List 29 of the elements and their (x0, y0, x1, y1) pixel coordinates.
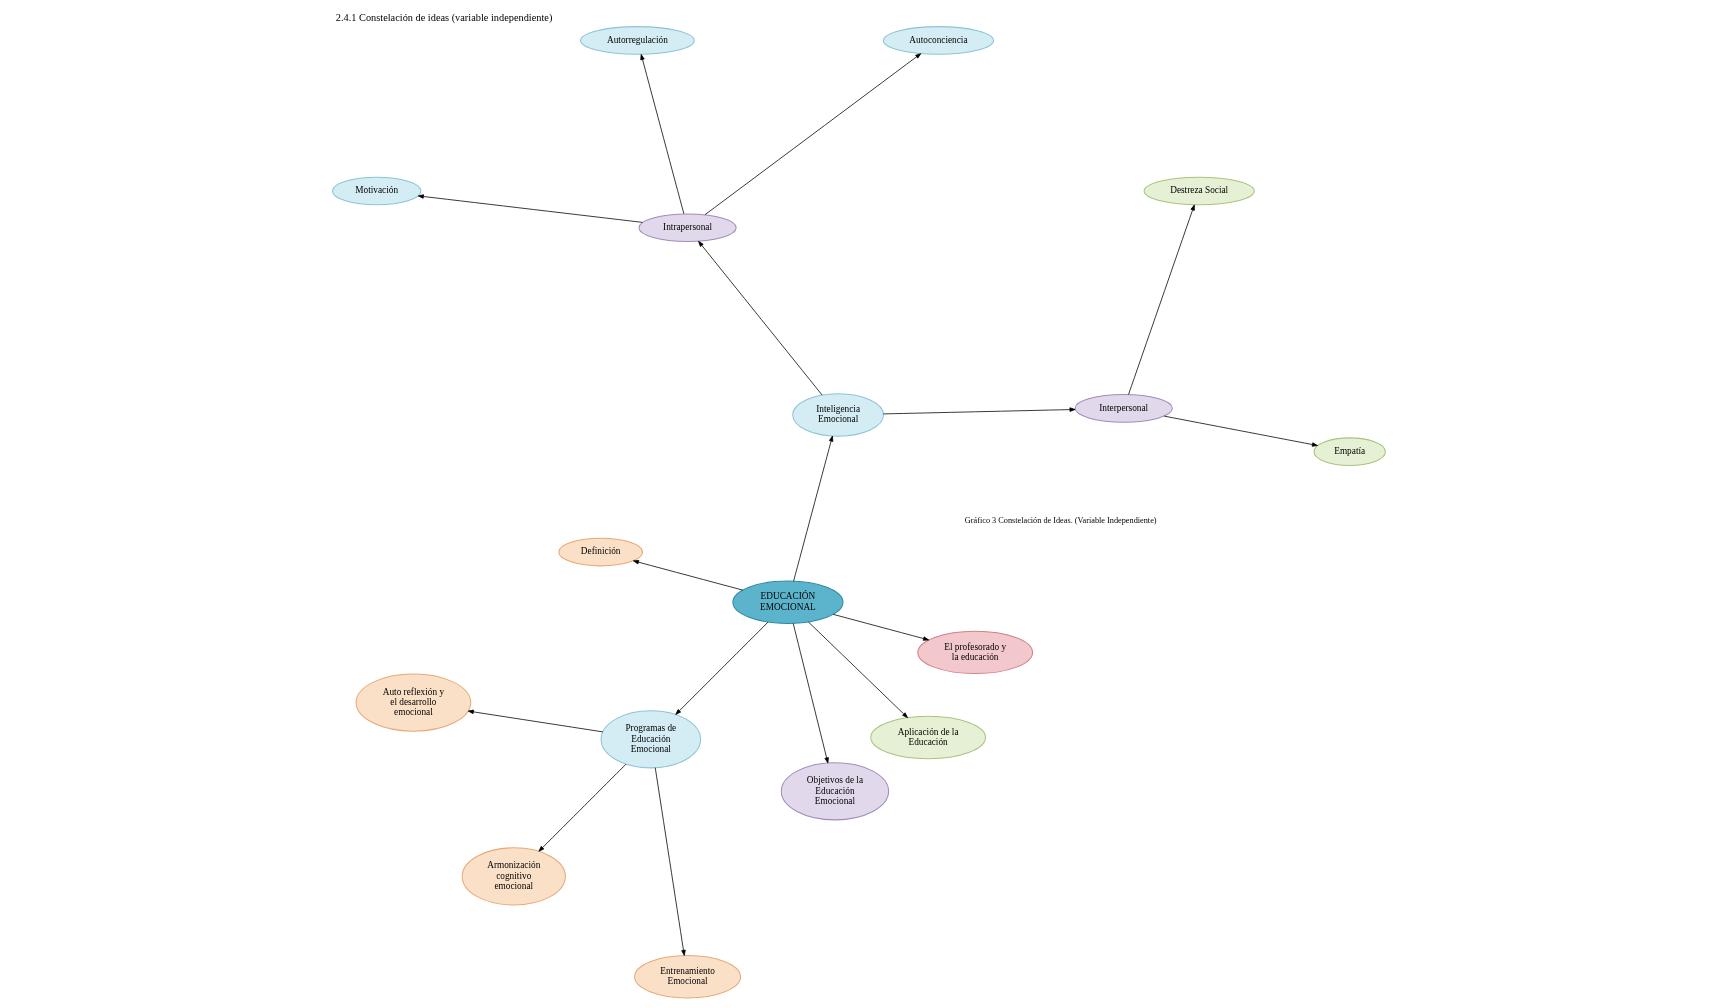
arrow (704, 52, 922, 215)
arrow (793, 435, 834, 581)
arrow (808, 621, 908, 718)
node-ellipse: Destreza Social (1143, 176, 1255, 205)
arrow (1128, 204, 1195, 395)
arrow (654, 766, 686, 956)
node-ellipse: Entrenamiento Emocional (634, 954, 742, 998)
arrow (640, 53, 685, 214)
node-ellipse: Intrapersonal (638, 212, 737, 242)
node-ellipse: Autoconciencia (882, 25, 994, 55)
node-ellipse: Interpersonal (1074, 393, 1173, 423)
arrow (883, 406, 1076, 414)
node-ellipse: EDUCACIÓN EMOCIONAL (732, 580, 844, 624)
node-ellipse: Inteligencia Emocional (792, 392, 884, 437)
arrow (832, 613, 930, 641)
arrow (675, 621, 769, 715)
diagram-title: 2.4.1 Constelación de ideas (variable independiente) (335, 11, 553, 23)
node-ellipse: Autorregulación (580, 25, 695, 55)
node-ellipse: El profesorado y la educación (917, 630, 1034, 674)
arrow (417, 193, 643, 223)
arrow (467, 709, 604, 732)
arrow (633, 559, 743, 590)
arrow (538, 763, 627, 852)
arrow (792, 622, 829, 763)
caption: Gráfico 3 Constelación de Ideas. (Variable Independiente) (964, 515, 1157, 525)
node-ellipse: Aplicación de la Educación (870, 715, 987, 759)
node-ellipse: Objetivos de la Educación Emocional (780, 761, 890, 820)
arrow (1163, 415, 1318, 447)
arrow (698, 240, 823, 395)
